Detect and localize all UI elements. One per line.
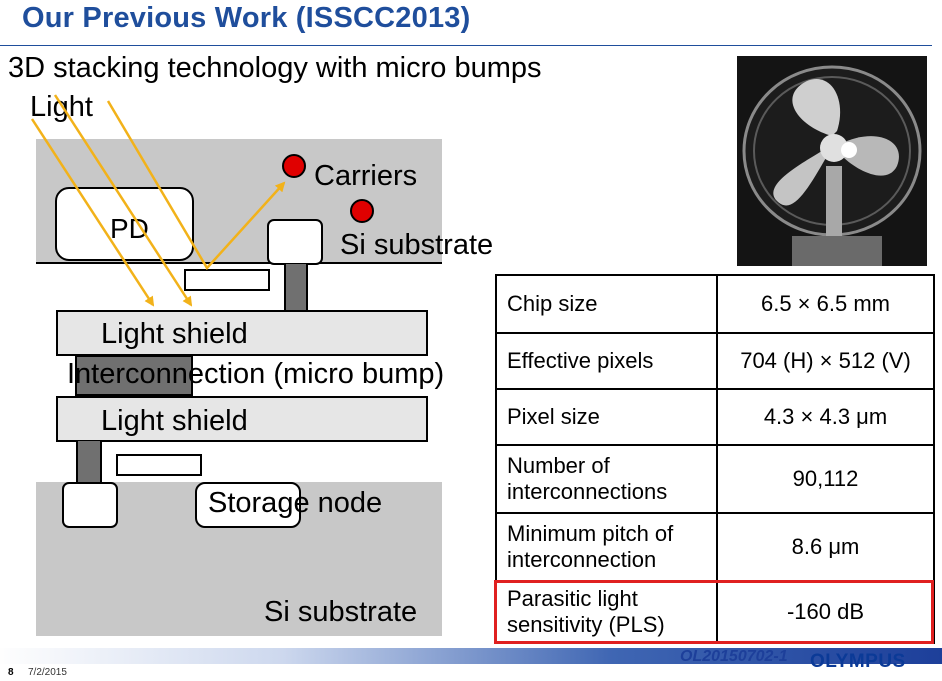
title-rule xyxy=(0,45,932,46)
spec-label: Number of interconnections xyxy=(495,444,718,514)
spec-label: Minimum pitch of interconnection xyxy=(495,512,718,582)
si-substrate-top-label: Si substrate xyxy=(340,229,494,261)
light-rays xyxy=(30,94,374,307)
pls-highlight-box xyxy=(494,580,934,644)
olympus-logo: OLYMPUS xyxy=(810,651,906,672)
carrier-dot-1 xyxy=(282,154,306,178)
spec-value: 704 (H) × 512 (V) xyxy=(716,332,935,390)
light-ray-1 xyxy=(30,118,155,307)
spec-value: 4.3 × 4.3 μm xyxy=(716,388,935,446)
bottom-bump-stem xyxy=(76,441,102,487)
table-row: Effective pixels 704 (H) × 512 (V) xyxy=(495,332,935,390)
slide-title: Our Previous Work (ISSCC2013) xyxy=(22,2,471,34)
light-shield-top xyxy=(56,310,428,356)
table-row: Chip size 6.5 × 6.5 mm xyxy=(495,274,935,334)
table-row: Minimum pitch of interconnection 8.6 μm xyxy=(495,512,935,582)
light-shield-top-label: Light shield xyxy=(101,318,248,350)
spec-label: Effective pixels xyxy=(495,332,718,390)
bottom-bump-pad xyxy=(62,482,118,528)
top-substrate-edge xyxy=(36,262,442,264)
carrier-dot-2 xyxy=(350,199,374,223)
spec-value: -160 dB xyxy=(716,580,935,644)
spec-label: Chip size xyxy=(495,274,718,334)
spec-label: Parasitic light sensitivity (PLS) xyxy=(495,580,718,644)
footer-bar xyxy=(0,648,942,664)
si-substrate-bottom-label: Si substrate xyxy=(264,596,418,628)
spec-table: Chip size 6.5 × 6.5 mm Effective pixels … xyxy=(495,274,935,644)
fan-photo xyxy=(737,56,927,266)
micro-bump xyxy=(75,355,193,396)
spec-value: 90,112 xyxy=(716,444,935,514)
light-shield-bottom-label: Light shield xyxy=(101,405,248,437)
light-shield-bottom xyxy=(56,396,428,442)
table-row: Pixel size 4.3 × 4.3 μm xyxy=(495,388,935,446)
light-ray-3 xyxy=(106,100,286,271)
slide-subtitle: 3D stacking technology with micro bumps xyxy=(8,52,542,84)
footer-doc-id: OL20150702-1 xyxy=(680,648,788,665)
table-row: Parasitic light sensitivity (PLS) -160 d… xyxy=(495,580,935,644)
spec-value: 8.6 μm xyxy=(716,512,935,582)
spec-label: Pixel size xyxy=(495,388,718,446)
bottom-small-block xyxy=(116,454,202,476)
top-small-block xyxy=(184,269,270,291)
storage-node-label: Storage node xyxy=(208,487,383,519)
top-bump-pad xyxy=(267,219,323,265)
page-number: 8 xyxy=(8,667,14,678)
table-row: Number of interconnections 90,112 xyxy=(495,444,935,514)
light-ray-2 xyxy=(53,94,193,307)
carriers-label: Carriers xyxy=(314,160,418,192)
spec-value: 6.5 × 6.5 mm xyxy=(716,274,935,334)
storage-node xyxy=(195,482,301,528)
top-bump-stem xyxy=(284,264,308,312)
footer-date: 7/2/2015 xyxy=(28,667,67,678)
interconnection-label: Interconnection (micro bump) xyxy=(67,358,445,390)
